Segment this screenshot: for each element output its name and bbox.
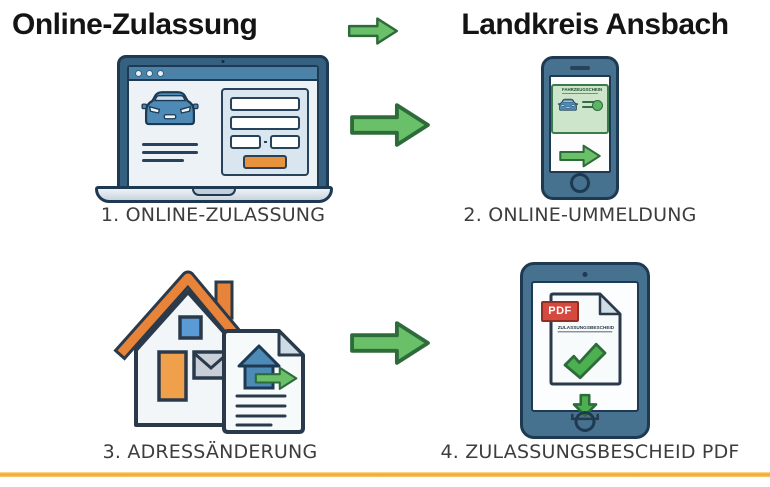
home-button-icon: [574, 411, 596, 432]
door-icon: [157, 350, 188, 402]
smartphone-illustration: FAHRZEUGSCHEIN: [541, 56, 619, 200]
window-icon: [178, 315, 203, 340]
form-field: [230, 97, 300, 111]
stamp-icon: [592, 100, 603, 111]
bottom-divider: [0, 472, 770, 477]
document-text-lines: [235, 394, 287, 427]
address-document-icon: [222, 329, 305, 434]
form-field-small: [230, 135, 261, 149]
browser-dot-icon: [146, 69, 153, 77]
pdf-document-icon: PDF ZULASSUNGSBESCHEID: [541, 292, 622, 386]
arrow-right-icon: [347, 17, 399, 45]
webcam-dot-icon: [221, 60, 225, 63]
tablet-screen: PDF ZULASSUNGSBESCHEID: [531, 281, 639, 421]
caption-step-2: 2. ONLINE-UMMELDUNG: [463, 204, 697, 226]
laptop-illustration: [95, 55, 333, 205]
browser-dot-icon: [135, 69, 142, 77]
registration-page: [129, 81, 317, 193]
roof-icon: [117, 273, 255, 357]
form-field: [230, 116, 300, 130]
arrow-right-icon: [350, 321, 430, 365]
camera-dot-icon: [582, 272, 588, 277]
text-line: [142, 143, 198, 146]
laptop-screen: [117, 55, 329, 201]
submit-button-icon: [243, 155, 287, 169]
phone-screen: FAHRZEUGSCHEIN: [549, 75, 611, 173]
arrow-right-icon: [559, 144, 601, 168]
registration-form: [221, 88, 309, 176]
vehicle-card-icon: FAHRZEUGSCHEIN: [551, 84, 609, 134]
page-title-left: Online-Zulassung: [12, 8, 258, 41]
car-icon: [557, 98, 579, 111]
field-separator: [263, 141, 267, 143]
pdf-badge-icon: PDF: [541, 301, 579, 322]
car-icon: [140, 91, 200, 126]
house-illustration: [113, 270, 305, 434]
home-button-icon: [570, 173, 590, 193]
document-title: ZULASSUNGSBESCHEID: [557, 326, 615, 333]
browser-dot-icon: [157, 69, 164, 77]
browser-toolbar: [129, 67, 317, 81]
form-field-small: [269, 135, 300, 149]
text-line: [142, 151, 198, 154]
text-line: [142, 159, 184, 162]
checkmark-icon: [563, 342, 607, 380]
caption-step-1: 1. ONLINE-ZULASSUNG: [100, 204, 326, 226]
vehicle-card-title: FAHRZEUGSCHEIN: [562, 88, 603, 94]
laptop-notch: [192, 189, 236, 196]
laptop-base: [95, 186, 333, 203]
page-title-right: Landkreis Ansbach: [461, 8, 729, 41]
caption-step-3: 3. ADRESSÄNDERUNG: [102, 441, 318, 463]
arrow-right-icon: [350, 103, 430, 147]
browser-window: [127, 65, 319, 195]
tablet-illustration: PDF ZULASSUNGSBESCHEID: [520, 262, 650, 439]
card-text-lines: [579, 98, 597, 112]
speaker-icon: [570, 66, 590, 70]
caption-step-4: 4. ZULASSUNGSBESCHEID PDF: [440, 441, 740, 463]
